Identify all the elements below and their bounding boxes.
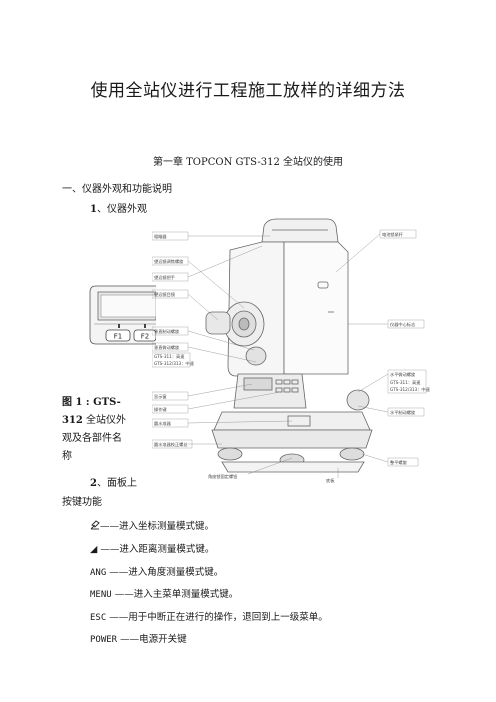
subsection-keys: 2、面板上 <box>90 474 137 489</box>
key-row-angle: ANG ——进入角度测量模式键。 <box>90 564 223 578</box>
label-center-mark: 仪器中心标志 <box>390 321 415 328</box>
key-desc: ——用于中断正在进行的操作，退回到上一级菜单。 <box>106 612 328 623</box>
label-base: 底板 <box>326 477 335 484</box>
key-row-distance: ◢ ——进入距离测量模式键。 <box>90 541 214 555</box>
label-h-speed-311: GTS-311：高速 <box>390 379 421 386</box>
key-menu: MENU <box>90 590 112 600</box>
label-h-speed-312: GTS-312/313：中速 <box>390 386 431 393</box>
panel-closeup-figure: F1 F2 <box>86 282 157 366</box>
caption-model: 312 <box>62 415 83 426</box>
key-ang: ANG <box>90 568 107 578</box>
figure-caption-line2: 312 全站仪外 <box>62 412 126 429</box>
key-desc: ——电源开关键 <box>117 634 187 645</box>
subsection-appearance: 1、仪器外观 <box>90 200 147 215</box>
subsection-keys-line2: 按键功能 <box>62 497 102 508</box>
label-level-screw: 圆水准器校正螺丝 <box>154 441 188 448</box>
label-keys: 操作键 <box>154 406 167 413</box>
subsection-number-2: 2 <box>90 478 97 489</box>
key-row-coordinate: ——进入坐标测量模式键。 <box>90 518 214 532</box>
key-desc: ——进入坐标测量模式键。 <box>100 521 215 532</box>
label-v-clamp: 垂直制动螺旋 <box>154 328 180 335</box>
subsection-number: 1 <box>90 204 97 215</box>
key-row-menu: MENU ——进入主菜单测量模式键。 <box>90 586 238 600</box>
key-desc: ——进入角度测量模式键。 <box>106 567 224 578</box>
label-sight: 粗瞄器 <box>154 233 167 240</box>
subsection-text: 、仪器外观 <box>96 204 147 215</box>
figure-caption-line4: 称 <box>62 451 72 462</box>
page-title: 使用全站仪进行工程施工放样的详细方法 <box>90 81 406 101</box>
caption-prefix: 图 1 : GTS- <box>62 397 121 408</box>
label-battery-lock: 电池锁紧杆 <box>382 231 404 238</box>
key-desc: ——进入距离测量模式键。 <box>97 544 215 555</box>
coordinate-key-icon <box>90 520 100 532</box>
key-power: POWER <box>90 635 118 645</box>
key-row-esc: ESC ——用于中断正在进行的操作，退回到上一级菜单。 <box>90 609 328 623</box>
instrument-diagram: 粗瞄器 望远镜调焦螺旋 望远镜把手 望远镜目镜 垂直制动螺旋 垂直微动螺旋 GT… <box>151 216 462 488</box>
distance-key-icon: ◢ <box>90 544 98 555</box>
label-h-clamp: 水平制动螺旋 <box>390 409 416 416</box>
label-h-tangent: 水平微动螺旋 <box>390 371 416 378</box>
caption-text: 全站仪外 <box>82 415 127 426</box>
figure-caption-line3: 观及各部件名 <box>62 433 122 444</box>
label-v-speed-312: GTS-312/313：中速 <box>154 360 195 367</box>
label-handle: 望远镜把手 <box>154 274 175 281</box>
label-display: 显示窗 <box>154 393 167 400</box>
chapter-heading: 第一章 TOPCON GTS-312 全站仪的使用 <box>152 157 344 168</box>
label-eyepiece: 望远镜目镜 <box>154 291 176 298</box>
key-esc: ESC <box>90 613 107 623</box>
label-focus: 望远镜调焦螺旋 <box>154 258 184 265</box>
subsection-text-2: 、面板上 <box>96 478 137 489</box>
label-v-speed-311: GTS-311：高速 <box>154 353 185 360</box>
label-tribrach-lock: 角座锁固定螺钮 <box>208 473 237 480</box>
label-circular-level: 圆水准器 <box>154 420 172 427</box>
total-station-drawing: 粗瞄器 望远镜调焦螺旋 望远镜把手 望远镜目镜 垂直制动螺旋 垂直微动螺旋 GT… <box>151 218 431 484</box>
figure-caption-line1: 图 1 : GTS- <box>62 394 121 411</box>
section-heading: 一、仪器外观和功能说明 <box>62 184 172 195</box>
f1-key: F1 <box>114 333 122 341</box>
f2-key: F2 <box>141 333 149 341</box>
key-row-power: POWER ——电源开关键 <box>90 631 187 645</box>
label-v-tangent: 垂直微动螺旋 <box>154 344 180 351</box>
label-level-screws: 整平螺旋 <box>390 459 408 466</box>
key-desc: ——进入主菜单测量模式键。 <box>111 589 239 600</box>
